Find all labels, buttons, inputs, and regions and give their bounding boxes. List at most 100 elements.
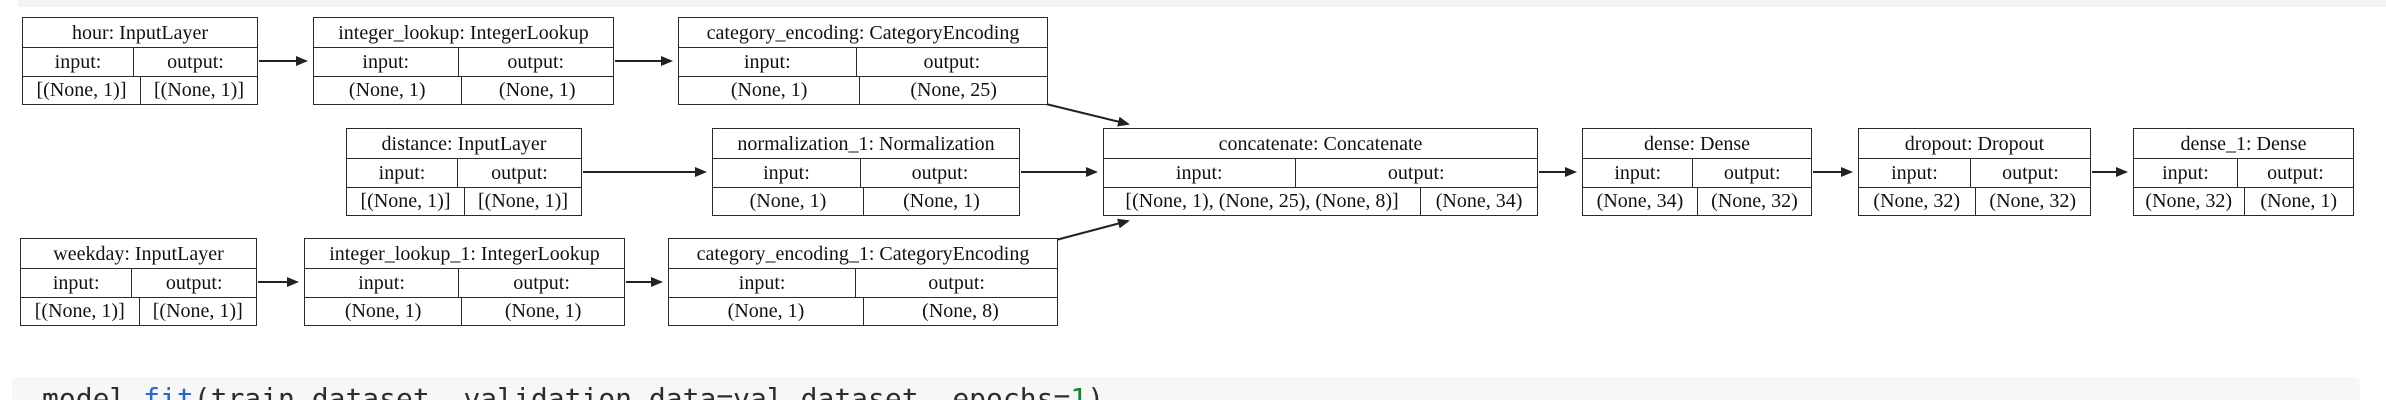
output-shape: (None, 1) (460, 76, 614, 104)
input-shape: (None, 32) (2145, 190, 2233, 213)
input-label: input: (1614, 161, 1662, 184)
code-token: (train_dataset, validation_data=val_data… (193, 382, 1071, 400)
node-io-labels: input: output: (713, 159, 1019, 188)
output-shape: (None, 34) (1420, 187, 1537, 215)
previous-cell-edge (18, 0, 2386, 7)
node-dense: dense: Dense input: output: (None, 34) (… (1582, 128, 1812, 216)
input-label: input: (362, 50, 410, 73)
input-shape: [(None, 1)] (36, 79, 127, 102)
node-io-shapes: [(None, 1), (None, 25), (None, 8)] (None… (1104, 187, 1537, 215)
input-shape: [(None, 1)] (360, 190, 451, 213)
node-category_encoding_1: category_encoding_1: CategoryEncoding in… (668, 238, 1058, 326)
node-io-labels: input: output: (2134, 159, 2353, 188)
node-dense_1: dense_1: Dense input: output: (None, 32)… (2133, 128, 2354, 216)
input-label: input: (54, 50, 102, 73)
node-io-labels: input: output: (21, 269, 256, 298)
node-io-labels: input: output: (23, 48, 257, 77)
input-shape: (None, 1) (730, 79, 808, 102)
output-shape: [(None, 1)] (138, 297, 257, 325)
node-integer_lookup: integer_lookup: IntegerLookup input: out… (313, 17, 614, 105)
edge-category_encoding-concatenate (1045, 103, 1130, 127)
node-weekday-inputlayer: weekday: InputLayer input: output: [(Non… (20, 238, 257, 326)
code-line[interactable]: model.fit(train_dataset, validation_data… (42, 384, 1104, 400)
node-io-shapes: [(None, 1)] [(None, 1)] (347, 187, 581, 215)
output-shape: (None, 1) (461, 297, 624, 325)
input-shape: [(None, 1)] (34, 300, 125, 323)
node-io-shapes: (None, 34) (None, 32) (1583, 187, 1811, 215)
code-token-number: 1 (1070, 382, 1088, 400)
node-io-shapes: (None, 1) (None, 1) (314, 76, 614, 104)
output-shape: (None, 32) (1697, 187, 1811, 215)
input-shape: (None, 1) (749, 190, 827, 213)
node-integer_lookup_1: integer_lookup_1: IntegerLookup input: o… (304, 238, 625, 326)
output-label: output: (131, 269, 256, 297)
node-title: weekday: InputLayer (21, 239, 256, 269)
output-label: output: (855, 269, 1057, 297)
node-hour-inputlayer: hour: InputLayer input: output: [(None, … (22, 17, 258, 105)
output-label: output: (456, 159, 581, 187)
node-dropout: dropout: Dropout input: output: (None, 3… (1858, 128, 2091, 216)
input-label: input: (738, 271, 786, 294)
input-shape: (None, 1) (344, 300, 422, 323)
input-shape: (None, 1) (727, 300, 805, 323)
node-io-labels: input: output: (1104, 159, 1537, 188)
node-io-labels: input: output: (314, 48, 613, 77)
node-io-shapes: (None, 1) (None, 1) (713, 187, 1019, 215)
output-shape: (None, 32) (1974, 187, 2091, 215)
input-label: input: (743, 50, 791, 73)
node-title: integer_lookup: IntegerLookup (314, 18, 613, 48)
code-token: model. (42, 382, 144, 400)
output-shape: (None, 1) (862, 187, 1019, 215)
output-label: output: (859, 159, 1019, 187)
node-io-shapes: (None, 32) (None, 1) (2134, 187, 2353, 215)
output-shape: [(None, 1)] (140, 76, 257, 104)
code-cell[interactable]: model.fit(train_dataset, validation_data… (12, 377, 2360, 400)
output-label: output: (1969, 159, 2090, 187)
output-shape: (None, 25) (859, 76, 1047, 104)
output-label: output: (457, 48, 613, 76)
node-normalization_1: normalization_1: Normalization input: ou… (712, 128, 1020, 216)
node-io-labels: input: output: (669, 269, 1057, 298)
node-category_encoding: category_encoding: CategoryEncoding inpu… (678, 17, 1048, 105)
input-shape: [(None, 1), (None, 25), (None, 8)] (1125, 190, 1399, 213)
input-label: input: (1175, 161, 1223, 184)
output-label: output: (1692, 159, 1811, 187)
input-shape: (None, 1) (348, 79, 426, 102)
node-title: dense: Dense (1583, 129, 1811, 159)
node-io-labels: input: output: (305, 269, 624, 298)
node-io-labels: input: output: (1859, 159, 2090, 188)
node-title: normalization_1: Normalization (713, 129, 1019, 159)
input-label: input: (1891, 161, 1938, 184)
input-label: input: (378, 161, 426, 184)
input-shape: (None, 34) (1596, 190, 1684, 213)
input-label: input: (358, 271, 405, 294)
node-io-shapes: (None, 1) (None, 8) (669, 297, 1057, 325)
node-distance-inputlayer: distance: InputLayer input: output: [(No… (346, 128, 582, 216)
output-label: output: (2236, 159, 2353, 187)
node-io-shapes: (None, 1) (None, 25) (679, 76, 1047, 104)
node-title: category_encoding_1: CategoryEncoding (669, 239, 1057, 269)
node-title: concatenate: Concatenate (1104, 129, 1537, 159)
input-shape: (None, 32) (1873, 190, 1961, 213)
code-token-function: fit (143, 382, 194, 400)
node-io-shapes: (None, 1) (None, 1) (305, 297, 624, 325)
node-title: dropout: Dropout (1859, 129, 2090, 159)
output-label: output: (132, 48, 257, 76)
input-label: input: (2162, 161, 2209, 184)
node-title: hour: InputLayer (23, 18, 257, 48)
node-title: distance: InputLayer (347, 129, 581, 159)
output-shape: (None, 8) (863, 297, 1057, 325)
node-io-shapes: (None, 32) (None, 32) (1859, 187, 2091, 215)
node-title: dense_1: Dense (2134, 129, 2353, 159)
node-io-labels: input: output: (1583, 159, 1811, 188)
node-title: integer_lookup_1: IntegerLookup (305, 239, 624, 269)
input-label: input: (52, 271, 100, 294)
node-io-labels: input: output: (347, 159, 581, 188)
input-label: input: (763, 161, 810, 184)
code-token: ) (1087, 382, 1105, 400)
node-io-shapes: [(None, 1)] [(None, 1)] (23, 76, 257, 104)
node-io-shapes: [(None, 1)] [(None, 1)] (21, 297, 257, 325)
edge-category_encoding_1-concatenate (1055, 218, 1130, 241)
output-shape: [(None, 1)] (464, 187, 581, 215)
node-title: category_encoding: CategoryEncoding (679, 18, 1047, 48)
